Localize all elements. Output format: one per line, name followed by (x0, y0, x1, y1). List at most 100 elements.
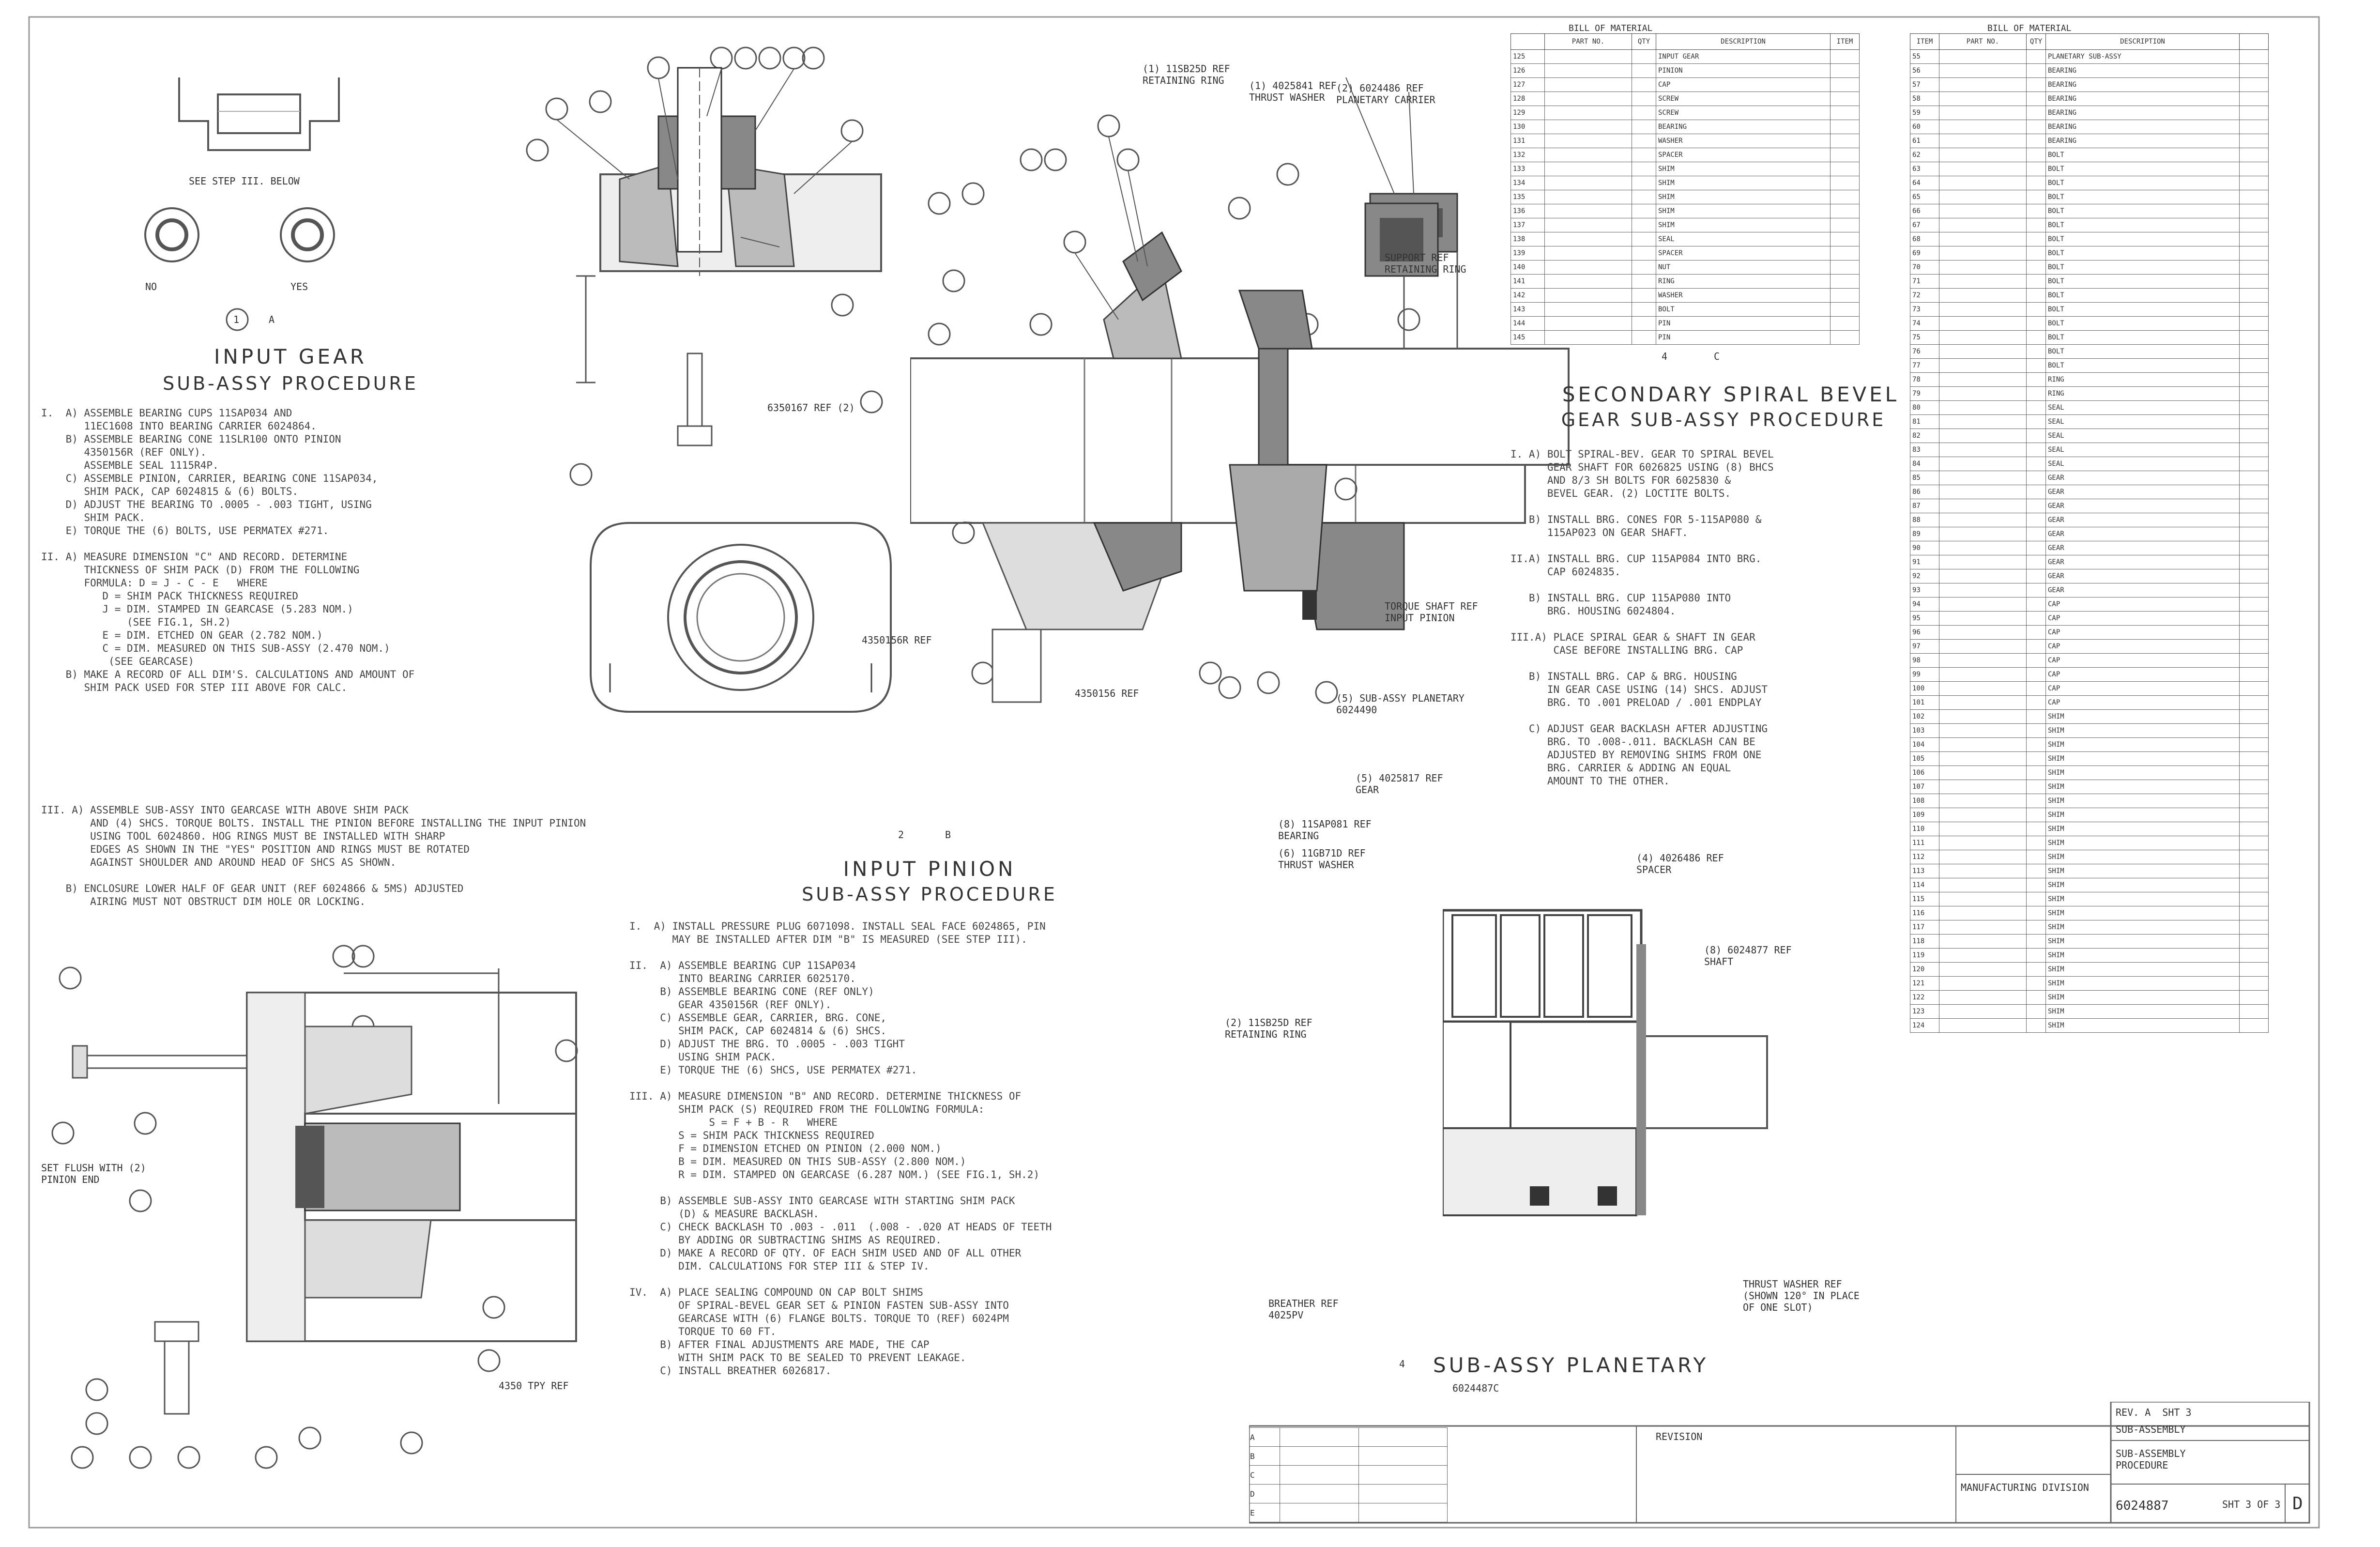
secondary-title: SECONDARY SPIRAL BEVEL (1562, 383, 1900, 406)
secondary-bevel-section-drawing (1228, 163, 1570, 620)
revision-cell (1358, 1484, 1448, 1503)
bom-cell (1830, 302, 1860, 317)
bom-cell: 129 (1510, 106, 1545, 120)
bom-cell: SHIM (2045, 850, 2240, 864)
bom-cell (1939, 948, 2027, 963)
bom-cell: 119 (1910, 948, 1939, 963)
bom-cell (2026, 723, 2046, 738)
bom-cell (2026, 232, 2046, 246)
bom-cell: SPACER (1656, 246, 1831, 260)
bom-cell: 115 (1910, 892, 1939, 906)
bom-cell (1632, 49, 1656, 64)
bom-cell (1939, 583, 2027, 597)
secondary-step-line (1510, 618, 1774, 631)
bom-cell (1632, 63, 1656, 78)
input-gear-step-line: E = DIM. ETCHED ON GEAR (2.782 NOM.) (41, 629, 323, 641)
bom-cell (1939, 611, 2027, 626)
bom-cell (1632, 330, 1656, 345)
revision-cell: C (1249, 1465, 1280, 1485)
bom-cell (1830, 260, 1860, 275)
bom-cell (1544, 330, 1632, 345)
bom-cell: 75 (1910, 330, 1939, 345)
bom-cell: BOLT (2045, 316, 2240, 331)
bom-cell (1544, 176, 1632, 190)
bom-cell: BEARING (2045, 63, 2240, 78)
bom-header-cell: DESCRIPTION (2045, 33, 2240, 50)
bom-cell: 85 (1910, 471, 1939, 485)
bom-cell: 128 (1510, 92, 1545, 106)
bom-cell (1830, 63, 1860, 78)
bom-cell (2239, 429, 2269, 443)
bom-cell: BOLT (2045, 358, 2240, 373)
secondary-step-line (1510, 709, 1774, 722)
callout-support-ring: SUPPORT REF RETAINING RING (1385, 252, 1466, 275)
bom-cell (1939, 906, 2027, 920)
bom-cell (2239, 162, 2269, 176)
revision-row: B (1249, 1446, 1448, 1466)
bom-cell (2026, 948, 2046, 963)
bom-cell (2239, 892, 2269, 906)
bom-cell: 122 (1910, 990, 1939, 1005)
secondary-step-line (1510, 579, 1774, 592)
bom-cell (1830, 330, 1860, 345)
input-pinion-step-line: F = DIMENSION ETCHED ON PINION (2.000 NO… (629, 1143, 942, 1154)
input-pinion-subtitle: SUB-ASSY PROCEDURE (802, 884, 1057, 905)
input-gear-detail-figure (144, 77, 340, 331)
sheet-revision: REV. A SHT 3 (2116, 1407, 2192, 1418)
bom-cell (1939, 471, 2027, 485)
bom-cell (2239, 639, 2269, 654)
input-pinion-step-line: D) ADJUST THE BRG. TO .0005 - .003 TIGHT (629, 1038, 905, 1050)
input-pinion-step-line: E) TORQUE THE (6) SHCS, USE PERMATEX #27… (629, 1064, 917, 1076)
bom-cell (1830, 148, 1860, 162)
bom-cell: 100 (1910, 681, 1939, 696)
bom-cell: RING (2045, 372, 2240, 387)
bom-cell (2239, 471, 2269, 485)
bom-cell (2026, 414, 2046, 429)
view-number-1: 1 (233, 314, 240, 325)
bom-cell (1939, 218, 2027, 232)
bom-cell: BEARING (1656, 120, 1831, 134)
bom-cell (2026, 653, 2046, 668)
bom-cell (2026, 555, 2046, 569)
view-letter-c: C (1714, 351, 1720, 362)
bom-cell: SEAL (2045, 443, 2240, 457)
bom-cell (1939, 681, 2027, 696)
bom-cell: 107 (1910, 780, 1939, 794)
bom-cell (1939, 920, 2027, 934)
bom-cell (1939, 864, 2027, 878)
input-gear-step-line: E) TORQUE THE (6) BOLTS, USE PERMATEX #2… (41, 525, 329, 536)
bom-cell (1830, 190, 1860, 204)
bom-cell (2026, 190, 2046, 204)
bom-cell (2026, 794, 2046, 808)
bom-cell: SHIM (2045, 990, 2240, 1005)
view-number-2: 2 (898, 829, 904, 841)
bom-cell: 123 (1910, 1004, 1939, 1019)
bom-cell: BOLT (2045, 344, 2240, 359)
bom-cell: GEAR (2045, 569, 2240, 583)
bom-cell: SHIM (2045, 892, 2240, 906)
bom-cell: CAP (2045, 695, 2240, 710)
bom-cell (1939, 625, 2027, 640)
bom-cell: SHIM (2045, 920, 2240, 934)
bom-cell (1632, 204, 1656, 218)
view-letter-b: B (945, 829, 951, 841)
bom-cell (1830, 218, 1860, 232)
bom-cell: RING (1656, 274, 1831, 289)
bom-cell (2026, 541, 2046, 555)
bom-cell: 104 (1910, 737, 1939, 752)
secondary-step-line (1510, 539, 1774, 552)
